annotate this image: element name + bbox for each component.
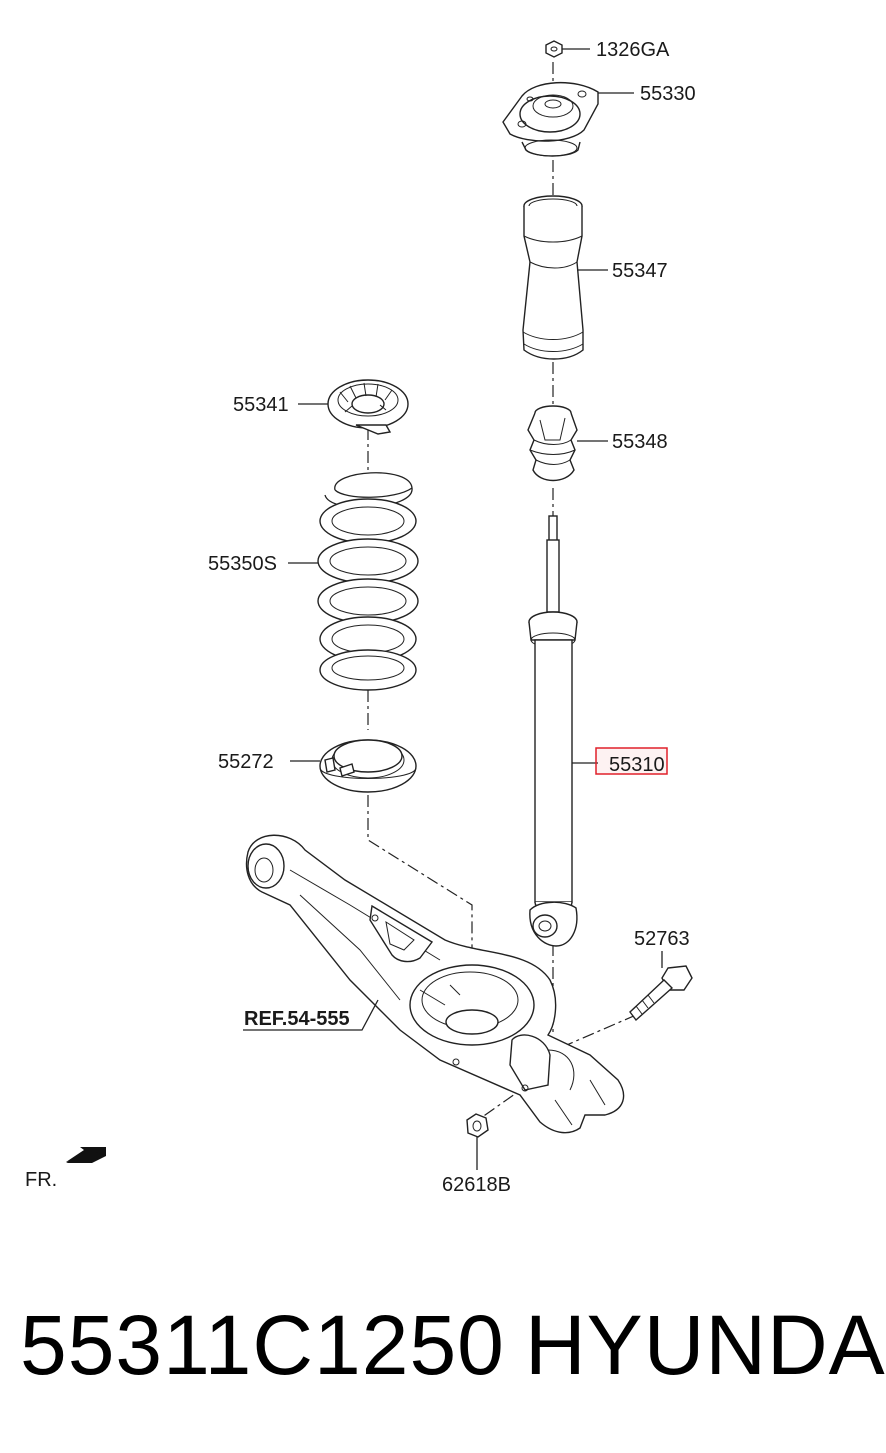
label-55347: 55347 xyxy=(612,260,668,282)
shock-absorber xyxy=(528,515,578,947)
label-ref: REF.54-555 xyxy=(244,1008,350,1030)
label-55341: 55341 xyxy=(233,394,289,416)
exploded-parts-diagram: 1326GA 55330 55347 55348 55341 55350S 55… xyxy=(25,39,696,1196)
dust-cover xyxy=(522,195,584,360)
lower-spring-pad xyxy=(319,739,417,793)
caption-bar: 55311C1250 HYUNDAI xyxy=(0,1290,886,1400)
top-nut xyxy=(545,40,563,58)
label-1326GA: 1326GA xyxy=(596,39,670,61)
label-55272: 55272 xyxy=(218,751,274,773)
brand-name: HYUNDAI xyxy=(525,1298,886,1392)
coil-spring xyxy=(317,472,419,691)
lower-control-arm xyxy=(245,834,625,1134)
highlight-box xyxy=(595,747,668,775)
upper-spring-seat xyxy=(327,379,409,435)
part-labels: 1326GA 55330 55347 55348 55341 55350S 55… xyxy=(25,39,696,1196)
part-number: 55311C1250 xyxy=(20,1298,505,1392)
strut-mount xyxy=(502,82,599,157)
bump-stop xyxy=(527,405,578,482)
label-55348: 55348 xyxy=(612,431,668,453)
label-front: FR. xyxy=(25,1169,57,1191)
label-52763: 52763 xyxy=(634,928,690,950)
mounting-bolt xyxy=(629,965,693,1022)
label-62618B: 62618B xyxy=(442,1174,511,1196)
front-arrow-icon xyxy=(66,1147,106,1163)
bottom-nut xyxy=(466,1113,489,1138)
label-55310: 55310 xyxy=(609,754,665,776)
leader-lines xyxy=(243,48,663,1170)
label-55350S: 55350S xyxy=(208,553,277,575)
label-55330: 55330 xyxy=(640,83,696,105)
